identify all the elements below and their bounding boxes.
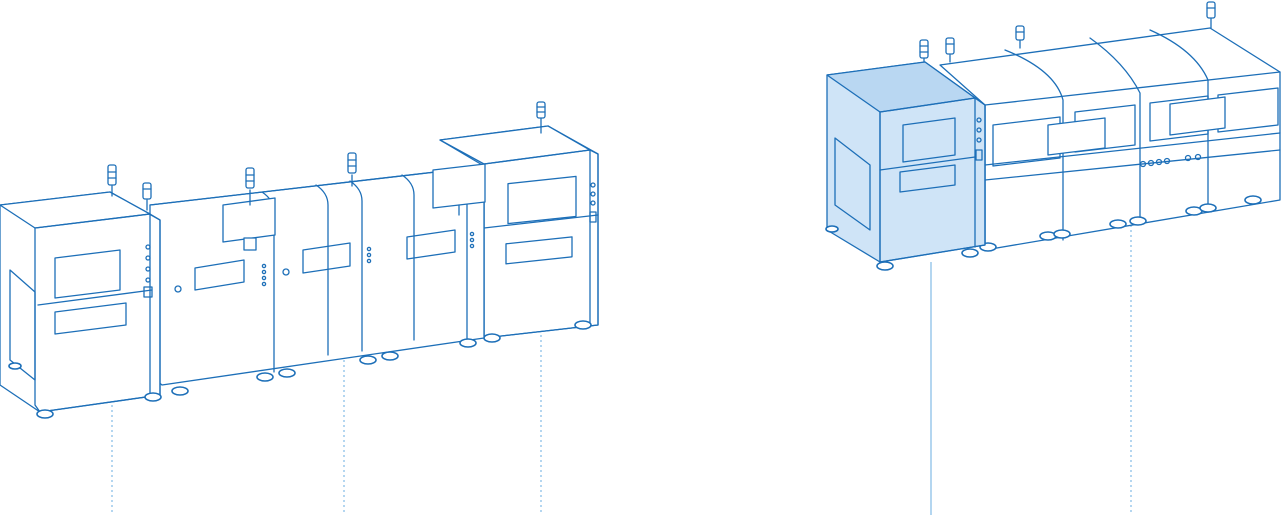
production-line-right (825, 1, 1281, 515)
production-line-left (0, 101, 599, 515)
conveyor-modules-right (939, 1, 1281, 252)
conveyor-modules (149, 152, 486, 396)
highlighted-inspection-cabinet (825, 39, 986, 271)
inspection-cabinet-right (439, 101, 599, 343)
inspection-cabinet-left (0, 164, 162, 419)
